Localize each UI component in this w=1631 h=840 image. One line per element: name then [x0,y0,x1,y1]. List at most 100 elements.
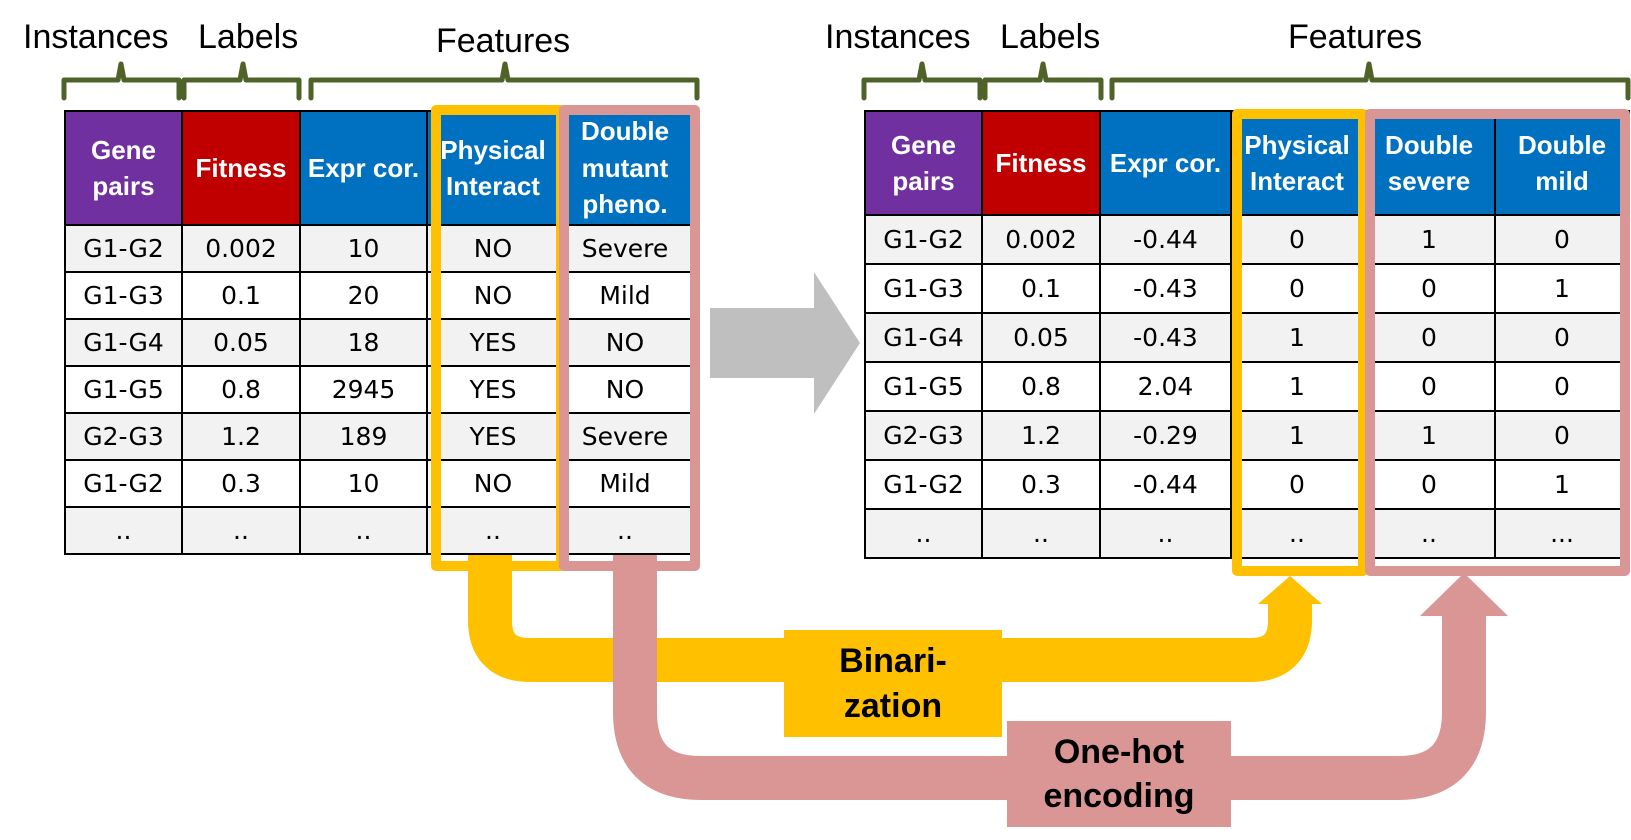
features-label-right: Features [1288,18,1423,56]
table-cell: NO [426,459,560,508]
table-cell: 0.8 [981,361,1101,412]
double-mutant-highlight-left [559,105,700,571]
table-cell: G1-G4 [64,318,183,367]
header-expr-cor: Expr cor. [1099,110,1232,216]
table-cell: NO [558,318,692,367]
table-cell: NO [426,271,560,320]
table-cell: .. [1230,508,1364,559]
table-cell: .. [64,506,183,555]
bracket-instances-right [861,61,983,101]
table-cell: 0 [1230,263,1364,314]
bracket-features-left [308,61,700,101]
binarization-label-box: Binari- zation [784,630,1002,737]
table-cell: G1-G5 [864,361,983,412]
table-cell: 0 [1494,410,1630,461]
table-cell: .. [299,506,428,555]
table-cell: 20 [299,271,428,320]
table-cell: G1-G3 [864,263,983,314]
table-cell: -0.29 [1099,410,1232,461]
table-cell: .. [181,506,301,555]
table-cell: -0.44 [1099,459,1232,510]
table-cell: G2-G3 [64,412,183,461]
table-cell: 1 [1230,312,1364,363]
table-cell: YES [426,412,560,461]
table-cell: G1-G4 [864,312,983,363]
table-cell: 0 [1494,361,1630,412]
table-cell: G1-G2 [864,459,983,510]
bracket-instances-left [61,61,182,101]
table-cell: G1-G2 [64,459,183,508]
table-cell: 0.1 [181,271,301,320]
table-cell: .. [558,506,692,555]
bracket-features-right [1109,61,1631,101]
labels-label-right: Labels [1000,18,1101,56]
bracket-labels-right [982,61,1104,101]
physical-interact-highlight-right [1232,109,1368,576]
table-row: .......... [64,506,692,555]
table-cell: 0 [1494,312,1630,363]
header-expr-cor: Expr cor. [299,110,428,226]
table-cell: 2.04 [1099,361,1232,412]
table-cell: 0 [1230,214,1364,265]
table-cell: 0.002 [981,214,1101,265]
table-cell: 0.05 [181,318,301,367]
header-fitness: Fitness [181,110,301,226]
table-cell: 1 [1362,214,1496,265]
double-pheno-highlight-right [1365,109,1630,576]
header-fitness: Fitness [981,110,1101,216]
onehot-label-box: One-hot encoding [1007,721,1231,827]
table-cell: -0.43 [1099,263,1232,314]
table-cell: 0.002 [181,224,301,273]
table-cell: 1 [1494,459,1630,510]
table-cell: YES [426,365,560,414]
table-cell: Severe [558,412,692,461]
instances-label-left: Instances [23,18,169,56]
table-cell: .. [426,506,560,555]
table-cell: ... [1494,508,1630,559]
table-cell: G1-G3 [64,271,183,320]
table-cell: Mild [558,271,692,320]
instances-label-right: Instances [825,18,971,56]
table-cell: G2-G3 [864,410,983,461]
table-cell: G1-G2 [864,214,983,265]
bracket-labels-left [181,61,302,101]
features-label-left: Features [436,22,571,60]
table-cell: .. [864,508,983,559]
table-cell: .. [1362,508,1496,559]
table-cell: YES [426,318,560,367]
table-cell: 1 [1362,410,1496,461]
table-cell: 1 [1230,361,1364,412]
table-cell: 0.3 [181,459,301,508]
table-cell: 0.8 [181,365,301,414]
table-cell: 1.2 [981,410,1101,461]
table-cell: G1-G5 [64,365,183,414]
transform-arrow [710,272,860,414]
table-cell: 1 [1494,263,1630,314]
table-cell: 1.2 [181,412,301,461]
table-cell: -0.43 [1099,312,1232,363]
table-cell: 2945 [299,365,428,414]
table-cell: 0 [1362,263,1496,314]
table-cell: 0.1 [981,263,1101,314]
